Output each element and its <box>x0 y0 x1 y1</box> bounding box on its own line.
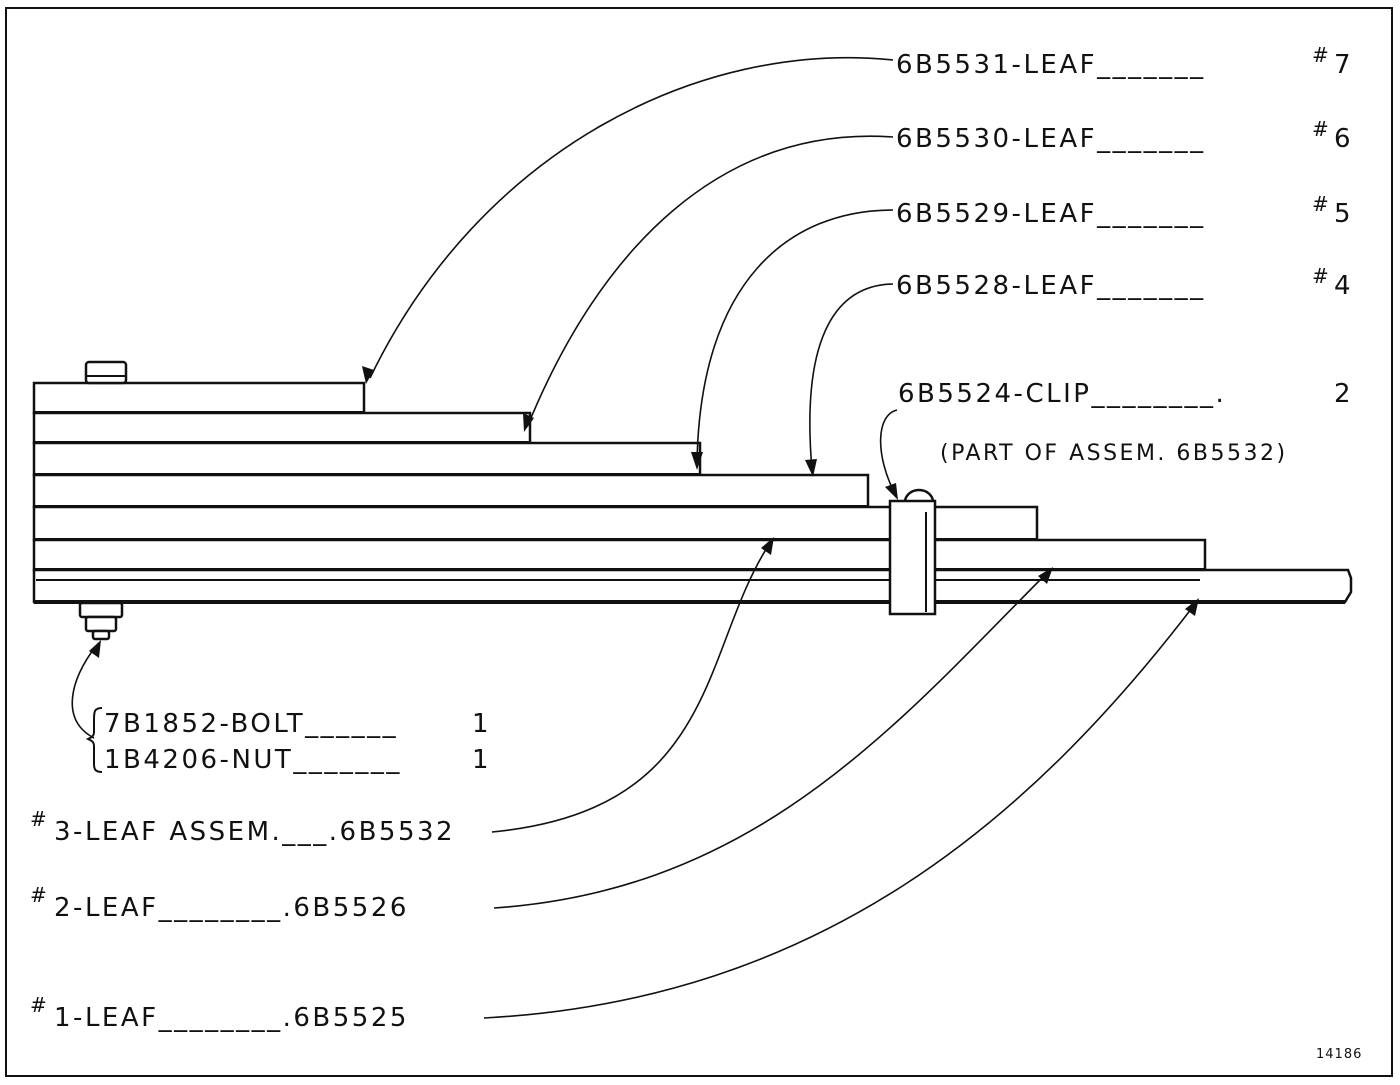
svg-text:6B5531-LEAF_______: 6B5531-LEAF_______ <box>896 50 1206 80</box>
leaf2-prefix: # <box>30 883 47 907</box>
leaf-stack <box>32 381 1353 604</box>
leaf3-ref: 3 <box>54 817 73 847</box>
callout-leaf-7: 6B5531-LEAF_______ # 7 <box>896 43 1353 80</box>
callout-leaf-1: # 1-LEAF________.6B5525 <box>30 993 409 1033</box>
leaf-6 <box>32 411 532 445</box>
leaf-1 <box>32 568 1353 604</box>
leaf5-prefix: # <box>1312 192 1329 216</box>
figure-number: 14186 <box>1316 1047 1362 1062</box>
svg-text:2-LEAF________.6B5526: 2-LEAF________.6B5526 <box>54 893 409 923</box>
leaf4-name: LEAF <box>1023 271 1097 301</box>
callout-leaf-2: # 2-LEAF________.6B5526 <box>30 883 409 923</box>
leader-lines <box>71 56 1199 1019</box>
leaf7-prefix: # <box>1312 43 1329 67</box>
bolt-head <box>84 360 128 385</box>
leaf-2 <box>32 538 1207 572</box>
leaf1-name: LEAF <box>85 1003 159 1033</box>
callout-bolt: 7B1852-BOLT______ 1 <box>104 709 491 739</box>
leaf4-prefix: # <box>1312 264 1329 288</box>
leaf6-ref: 6 <box>1334 124 1353 154</box>
leaf-7 <box>32 381 366 415</box>
diagram-frame <box>5 7 1393 1077</box>
leaf5-name: LEAF <box>1023 199 1097 229</box>
leaf2-part: 6B5526 <box>293 893 409 923</box>
leaf3-prefix: # <box>30 807 47 831</box>
clip-qty: 2 <box>1334 379 1353 409</box>
leaf1-part: 6B5525 <box>293 1003 409 1033</box>
callout-nut: 1B4206-NUT_______ 1 <box>104 745 491 775</box>
svg-text:7B1852-BOLT______: 7B1852-BOLT______ <box>104 709 398 739</box>
leaf6-part: 6B5530 <box>896 124 1012 154</box>
callout-leaf-6: 6B5530-LEAF_______ # 6 <box>896 117 1353 154</box>
leaf6-prefix: # <box>1312 117 1329 141</box>
leaf3-name: LEAF ASSEM. <box>85 817 282 847</box>
nut-qty: 1 <box>472 745 491 775</box>
leaf5-ref: 5 <box>1334 199 1353 229</box>
bolt-part: 7B1852 <box>104 709 220 739</box>
nut-part: 1B4206 <box>104 745 220 775</box>
svg-text:1-LEAF________.6B5525: 1-LEAF________.6B5525 <box>54 1003 409 1033</box>
callout-leaf-5: 6B5529-LEAF_______ # 5 <box>896 192 1353 229</box>
leaf1-prefix: # <box>30 993 47 1017</box>
leaf7-name: LEAF <box>1023 50 1097 80</box>
leaf7-part: 6B5531 <box>896 50 1012 80</box>
leaf1-ref: 1 <box>54 1003 73 1033</box>
clip-body <box>888 499 937 616</box>
callout-leaf-4: 6B5528-LEAF_______ # 4 <box>896 264 1353 301</box>
leaf-4 <box>32 473 870 509</box>
clip-name: CLIP <box>1025 379 1091 409</box>
callout-leaf-3: # 3-LEAF ASSEM.___.6B5532 <box>30 807 455 847</box>
leaf5-part: 6B5529 <box>896 199 1012 229</box>
bolt-name: BOLT <box>231 709 306 739</box>
leaf-3 <box>32 505 1039 542</box>
nut-name: NUT <box>231 745 293 775</box>
leaf2-name: LEAF <box>85 893 159 923</box>
svg-text:6B5528-LEAF_______: 6B5528-LEAF_______ <box>896 271 1206 301</box>
callout-clip: 6B5524-CLIP________. 2 (PART OF ASSEM. 6… <box>898 379 1353 466</box>
leaf4-part: 6B5528 <box>896 271 1012 301</box>
svg-text:3-LEAF ASSEM.___.6B5532: 3-LEAF ASSEM.___.6B5532 <box>54 817 455 847</box>
svg-text:6B5530-LEAF_______: 6B5530-LEAF_______ <box>896 124 1206 154</box>
leaf-5 <box>32 441 702 477</box>
leaf2-ref: 2 <box>54 893 73 923</box>
svg-text:6B5529-LEAF_______: 6B5529-LEAF_______ <box>896 199 1206 229</box>
leaf7-ref: 7 <box>1334 50 1353 80</box>
clip-part: 6B5524 <box>898 379 1014 409</box>
clip <box>888 488 937 616</box>
leaf4-ref: 4 <box>1334 271 1353 301</box>
nut <box>78 601 124 641</box>
leaf6-name: LEAF <box>1023 124 1097 154</box>
svg-text:6B5524-CLIP________.: 6B5524-CLIP________. <box>898 379 1226 409</box>
clip-note: (PART OF ASSEM. 6B5532) <box>940 441 1288 466</box>
leaf3-part: 6B5532 <box>340 817 456 847</box>
svg-text:1B4206-NUT_______: 1B4206-NUT_______ <box>104 745 402 775</box>
bolt-qty: 1 <box>472 709 491 739</box>
bolt-nut-brace <box>85 707 103 773</box>
